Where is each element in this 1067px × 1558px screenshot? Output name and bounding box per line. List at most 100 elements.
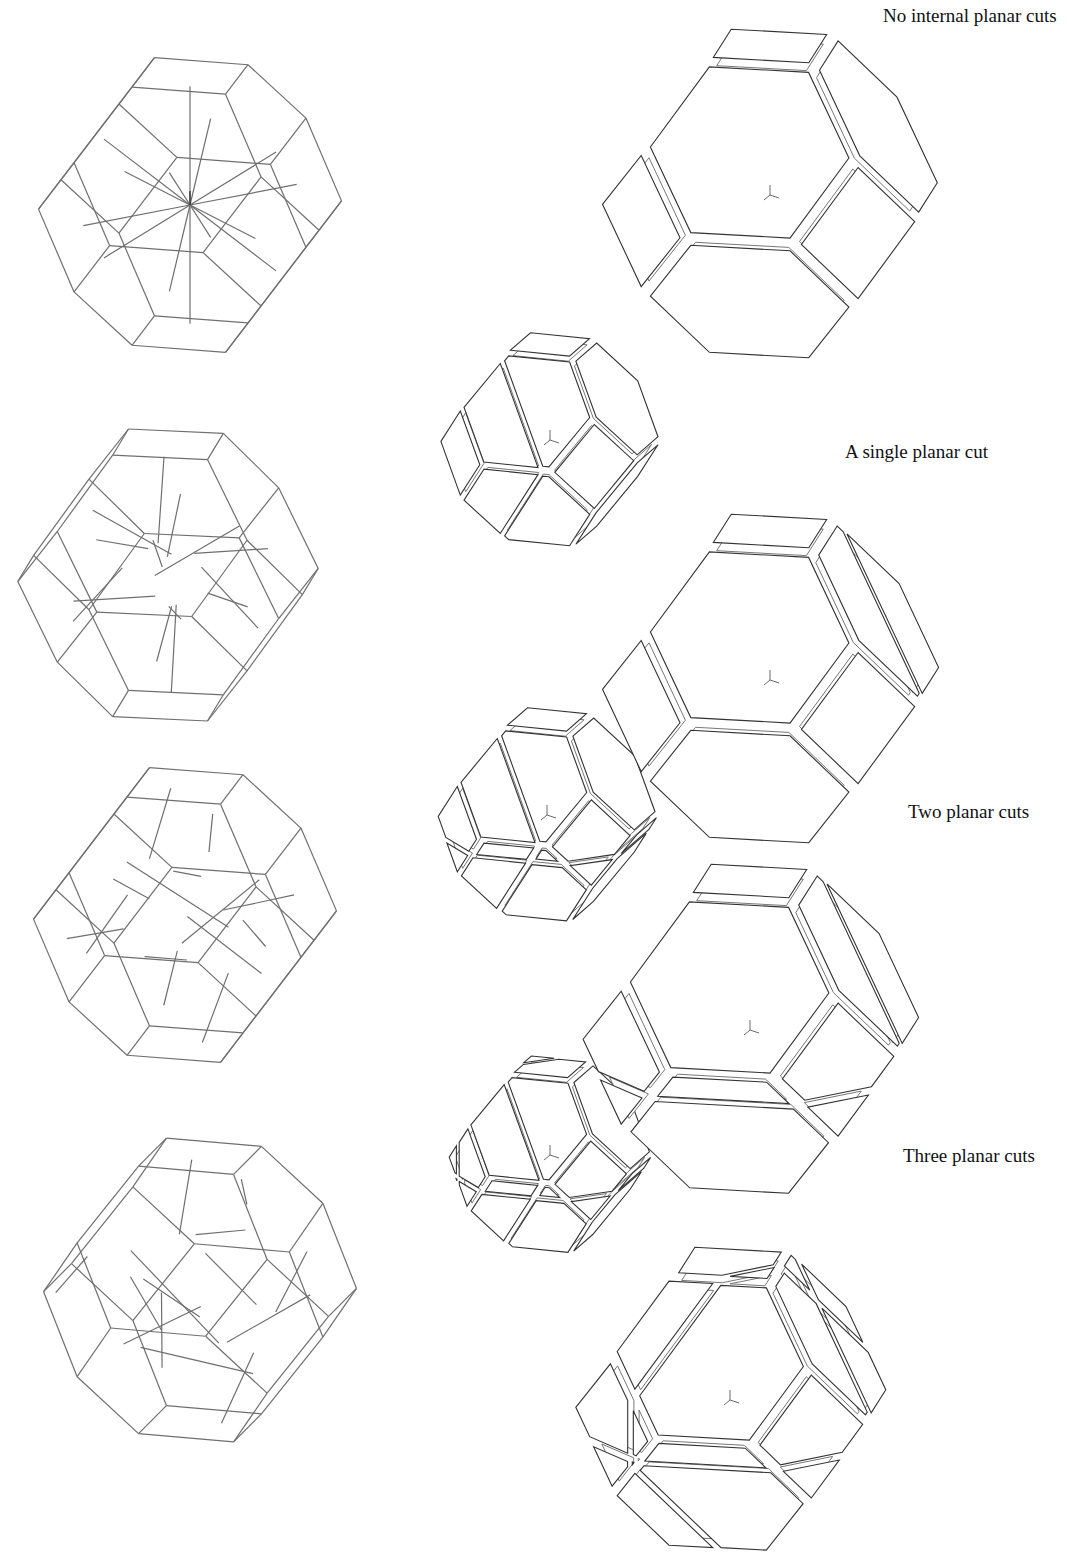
wireframe-edge	[261, 1146, 322, 1203]
panel-tile	[536, 850, 558, 861]
wireframe-edge	[18, 531, 58, 581]
wireframe-edge	[127, 768, 149, 797]
wireframe-edge	[301, 911, 337, 957]
panel-tile	[459, 1182, 476, 1207]
internal-cut-line	[209, 814, 213, 852]
axis-triad	[764, 195, 770, 200]
panel-tile	[650, 67, 849, 238]
wireframe-edge	[323, 1288, 357, 1337]
internal-cut-line	[125, 171, 190, 205]
axis-triad	[550, 440, 559, 443]
internal-cut-line	[113, 879, 149, 899]
wireframe-edge	[77, 1166, 138, 1243]
wireframe-edge	[247, 595, 302, 671]
axis-triad	[544, 1155, 550, 1160]
panel-tile	[693, 864, 806, 898]
panel-tile	[621, 818, 656, 854]
wireframe-edge	[74, 163, 110, 246]
wireframe-edge	[139, 1406, 167, 1434]
wireframe-edge	[113, 690, 129, 716]
panel-caption: A single planar cut	[842, 440, 991, 464]
axis-triad	[750, 1030, 759, 1033]
wireframe-edge	[223, 433, 278, 487]
wireframe-edge	[132, 345, 226, 352]
internal-cut-line	[141, 1347, 253, 1373]
panel-tile	[505, 356, 590, 467]
wireframe-edge	[139, 1166, 234, 1174]
panel-tile	[713, 29, 826, 63]
wireframe-edge	[208, 671, 248, 721]
panel-tile	[485, 1181, 537, 1196]
wireframe-edge	[139, 1434, 234, 1442]
wireframe-edge	[208, 460, 248, 541]
panel-tile	[658, 1077, 789, 1103]
internal-cut-line	[124, 1307, 201, 1344]
wireframe-edge	[194, 1244, 289, 1252]
internal-cut-line	[190, 152, 276, 205]
wireframe-edge	[203, 177, 261, 253]
wireframe-edge	[221, 775, 243, 804]
wireframe-edge	[39, 163, 75, 209]
wireframe-edge	[39, 209, 75, 292]
internal-cut-line	[202, 973, 228, 1042]
panel-tile	[820, 41, 938, 212]
wireframe-edge	[57, 662, 112, 716]
internal-cut-line	[243, 920, 266, 946]
internal-cut-line	[227, 1295, 310, 1342]
wireframe-edge	[34, 479, 89, 555]
axis-triad	[550, 430, 551, 440]
panel-tile	[509, 1201, 586, 1253]
wireframe-edge	[128, 429, 223, 433]
wireframe-edge	[234, 1393, 268, 1442]
internal-cut-line	[86, 895, 127, 954]
panel-tile	[650, 552, 849, 723]
internal-cut-line	[73, 568, 122, 621]
wireframe-edge	[221, 804, 257, 887]
internal-cut-line	[196, 1230, 246, 1235]
wireframe-edge	[113, 429, 129, 455]
internal-cut-line	[169, 205, 190, 291]
panel-tile	[511, 333, 590, 356]
wireframe-edge	[177, 157, 271, 164]
internal-cut-line	[190, 205, 255, 239]
wireframe-edge	[77, 1328, 111, 1377]
wireframe-edge	[44, 1243, 78, 1292]
panel-tile	[808, 1095, 869, 1136]
internal-cut-line	[190, 205, 276, 271]
internal-cut-line	[171, 605, 176, 693]
wireframe-edge	[69, 873, 105, 956]
wireframe-edge	[127, 1026, 149, 1055]
panel-tile	[632, 1462, 634, 1465]
wireframe-edge	[74, 87, 132, 163]
wireframe-edge	[226, 65, 248, 94]
panel-tile	[630, 902, 829, 1073]
axis-triad	[547, 815, 556, 818]
internal-cut-line	[56, 1257, 88, 1293]
wireframe-edge	[74, 292, 132, 345]
wireframe-edge	[74, 246, 110, 292]
wireframe-edge	[71, 1264, 132, 1321]
internal-cut-line	[221, 1353, 253, 1423]
wireframe-edge	[323, 1203, 357, 1288]
wireframe-edge	[132, 87, 226, 94]
wireframe-edge	[329, 1288, 357, 1316]
wireframe-edge	[154, 58, 248, 65]
wireframe-edge	[133, 1244, 194, 1321]
internal-cut-line	[131, 1251, 219, 1344]
wireframe-edge	[234, 1414, 262, 1442]
panel-tile	[631, 1102, 829, 1194]
internal-cut-line	[179, 1160, 191, 1235]
internal-cut-line	[73, 596, 155, 601]
internal-cut-line	[67, 929, 124, 939]
panel-tile	[508, 708, 587, 731]
wireframe-edge	[105, 956, 199, 963]
wireframe-edge	[127, 797, 221, 804]
panel-tile	[505, 476, 590, 546]
wireframe-edge	[114, 943, 150, 1026]
panel-tile	[645, 1443, 766, 1468]
wireframe-edge	[34, 555, 89, 609]
wireframe-edge	[111, 1328, 206, 1336]
wireframe-edge	[192, 617, 247, 671]
axis-triad	[724, 1400, 730, 1405]
